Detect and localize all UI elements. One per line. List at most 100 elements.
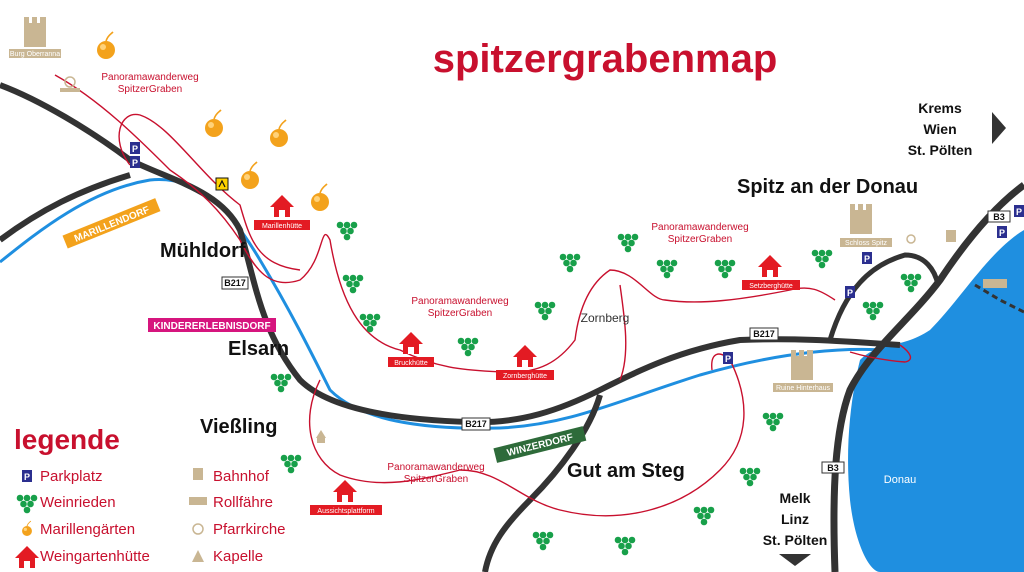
parking-icon xyxy=(723,352,733,364)
grape-icon xyxy=(656,259,678,279)
place-muehldorf: Mühldorf xyxy=(160,240,246,262)
banner-kindererlebnisdorf: KINDERERLEBNISDORF xyxy=(148,318,276,332)
svg-text:B3: B3 xyxy=(827,463,839,473)
map-title: spitzergrabenmap xyxy=(433,37,778,81)
landmark-burg-oberranna[interactable]: Burg Oberranna xyxy=(9,17,61,58)
svg-text:Ruine Hinterhaus: Ruine Hinterhaus xyxy=(776,385,831,392)
legend-item-marillengaerten: Marillengärten xyxy=(21,520,135,538)
svg-text:Schloss Spitz: Schloss Spitz xyxy=(845,240,888,247)
grape-icon xyxy=(16,494,38,514)
hut-icon xyxy=(15,546,39,568)
hut-marillenhuette[interactable]: Marillenhütte xyxy=(254,195,310,230)
road-label-b217-south: B217 xyxy=(461,417,491,431)
direction-s-line3: St. Pölten xyxy=(763,532,828,548)
legend-item-pfarrkirche: Pfarrkirche xyxy=(192,521,286,538)
place-spitz: Spitz an der Donau xyxy=(737,176,918,198)
place-elsarn: Elsarn xyxy=(228,338,289,360)
danube-river xyxy=(848,230,1024,572)
svg-text:Pfarrkirche: Pfarrkirche xyxy=(213,521,286,538)
apricot-icon xyxy=(204,109,224,138)
svg-text:Bruckhütte: Bruckhütte xyxy=(394,360,428,367)
hut-setzberghuette[interactable]: Setzberghütte xyxy=(742,255,800,290)
svg-text:B217: B217 xyxy=(224,278,246,288)
church-icon xyxy=(192,523,204,535)
hut-icon xyxy=(270,195,294,217)
svg-text:Weinrieden: Weinrieden xyxy=(40,494,116,511)
place-zornberg: Zornberg xyxy=(581,311,630,325)
svg-text:B3: B3 xyxy=(993,212,1005,222)
legend-item-weinrieden: Weinrieden xyxy=(16,494,116,514)
castle-icon xyxy=(850,204,872,234)
svg-text:SpitzerGraben: SpitzerGraben xyxy=(428,308,492,319)
svg-text:Parkplatz: Parkplatz xyxy=(40,468,103,485)
trail-label-1: Panoramawanderweg SpitzerGraben xyxy=(101,72,198,95)
svg-text:SpitzerGraben: SpitzerGraben xyxy=(668,234,732,245)
road-label-b3-north: B3 xyxy=(987,210,1011,223)
grape-icon xyxy=(457,337,479,357)
apricot-icon xyxy=(269,119,289,148)
svg-text:Marillengärten: Marillengärten xyxy=(40,521,135,538)
apricot-icon xyxy=(21,520,33,537)
road-label-b3-south: B3 xyxy=(821,461,845,474)
svg-text:MARILLENDORF: MARILLENDORF xyxy=(73,205,151,245)
grape-icon xyxy=(359,313,381,333)
legend-title: legende xyxy=(14,424,120,455)
svg-text:Zornberghütte: Zornberghütte xyxy=(503,373,547,380)
svg-text:Panoramawanderweg: Panoramawanderweg xyxy=(101,72,198,83)
svg-text:B217: B217 xyxy=(753,329,775,339)
hut-aussichtsplattform[interactable]: Aussichtsplattform xyxy=(310,480,382,515)
grape-icon xyxy=(532,531,554,551)
castle-icon xyxy=(791,350,813,380)
grape-icon xyxy=(534,301,556,321)
hut-bruckhuette[interactable]: Bruckhütte xyxy=(388,332,434,367)
svg-text:Setzberghütte: Setzberghütte xyxy=(749,283,793,290)
train-icon xyxy=(193,468,203,480)
grape-icon xyxy=(739,467,761,487)
landmark-ruine-hinterhaus[interactable]: Ruine Hinterhaus xyxy=(773,350,833,392)
direction-s-line1: Melk xyxy=(779,490,810,506)
svg-text:B217: B217 xyxy=(465,419,487,429)
legend-item-kapelle: Kapelle xyxy=(192,548,263,565)
road-label-b217-west: B217 xyxy=(221,276,249,290)
train-icon xyxy=(946,230,956,242)
apricot-icon xyxy=(310,183,330,212)
grape-icon xyxy=(900,273,922,293)
direction-south: Melk Linz St. Pölten xyxy=(763,490,828,548)
chapel-icon xyxy=(192,550,204,562)
grape-icon xyxy=(280,454,302,474)
place-viessling: Vießling xyxy=(200,416,277,438)
parking-icon xyxy=(130,142,140,154)
ferry-icon xyxy=(983,279,1007,288)
grape-icon xyxy=(862,301,884,321)
grape-icon xyxy=(559,253,581,273)
svg-text:SpitzerGraben: SpitzerGraben xyxy=(118,84,182,95)
landmark-schloss-spitz[interactable]: Schloss Spitz xyxy=(840,204,892,247)
grape-icon xyxy=(714,259,736,279)
svg-text:Panoramawanderweg: Panoramawanderweg xyxy=(387,462,484,473)
svg-text:Kapelle: Kapelle xyxy=(213,548,263,565)
hut-icon xyxy=(333,480,357,502)
road-label-b217-east: B217 xyxy=(749,327,779,341)
legend-item-parkplatz: Parkplatz xyxy=(22,468,103,485)
castle-icon xyxy=(24,17,46,47)
svg-text:Marillenhütte: Marillenhütte xyxy=(262,223,302,230)
grape-icon xyxy=(693,506,715,526)
svg-text:Weingartenhütte: Weingartenhütte xyxy=(40,548,150,565)
direction-northeast: Krems Wien St. Pölten xyxy=(908,100,973,158)
grape-icon xyxy=(614,536,636,556)
svg-text:Aussichtsplattform: Aussichtsplattform xyxy=(317,508,374,515)
grape-icon xyxy=(336,221,358,241)
svg-text:Panoramawanderweg: Panoramawanderweg xyxy=(651,222,748,233)
legend-item-weingartenhuette: Weingartenhütte xyxy=(15,546,150,568)
grape-icon xyxy=(762,412,784,432)
spitzer-bach-creek xyxy=(0,178,906,430)
svg-text:Bahnhof: Bahnhof xyxy=(213,468,270,485)
road-spitz-local xyxy=(827,252,941,341)
trail-label-3: Panoramawanderweg SpitzerGraben xyxy=(411,296,508,319)
hut-zornberghuette[interactable]: Zornberghütte xyxy=(496,345,554,380)
hut-icon xyxy=(513,345,537,367)
trail-label-4: Panoramawanderweg SpitzerGraben xyxy=(387,462,484,485)
ferry-icon xyxy=(189,497,207,505)
grape-icon xyxy=(617,233,639,253)
